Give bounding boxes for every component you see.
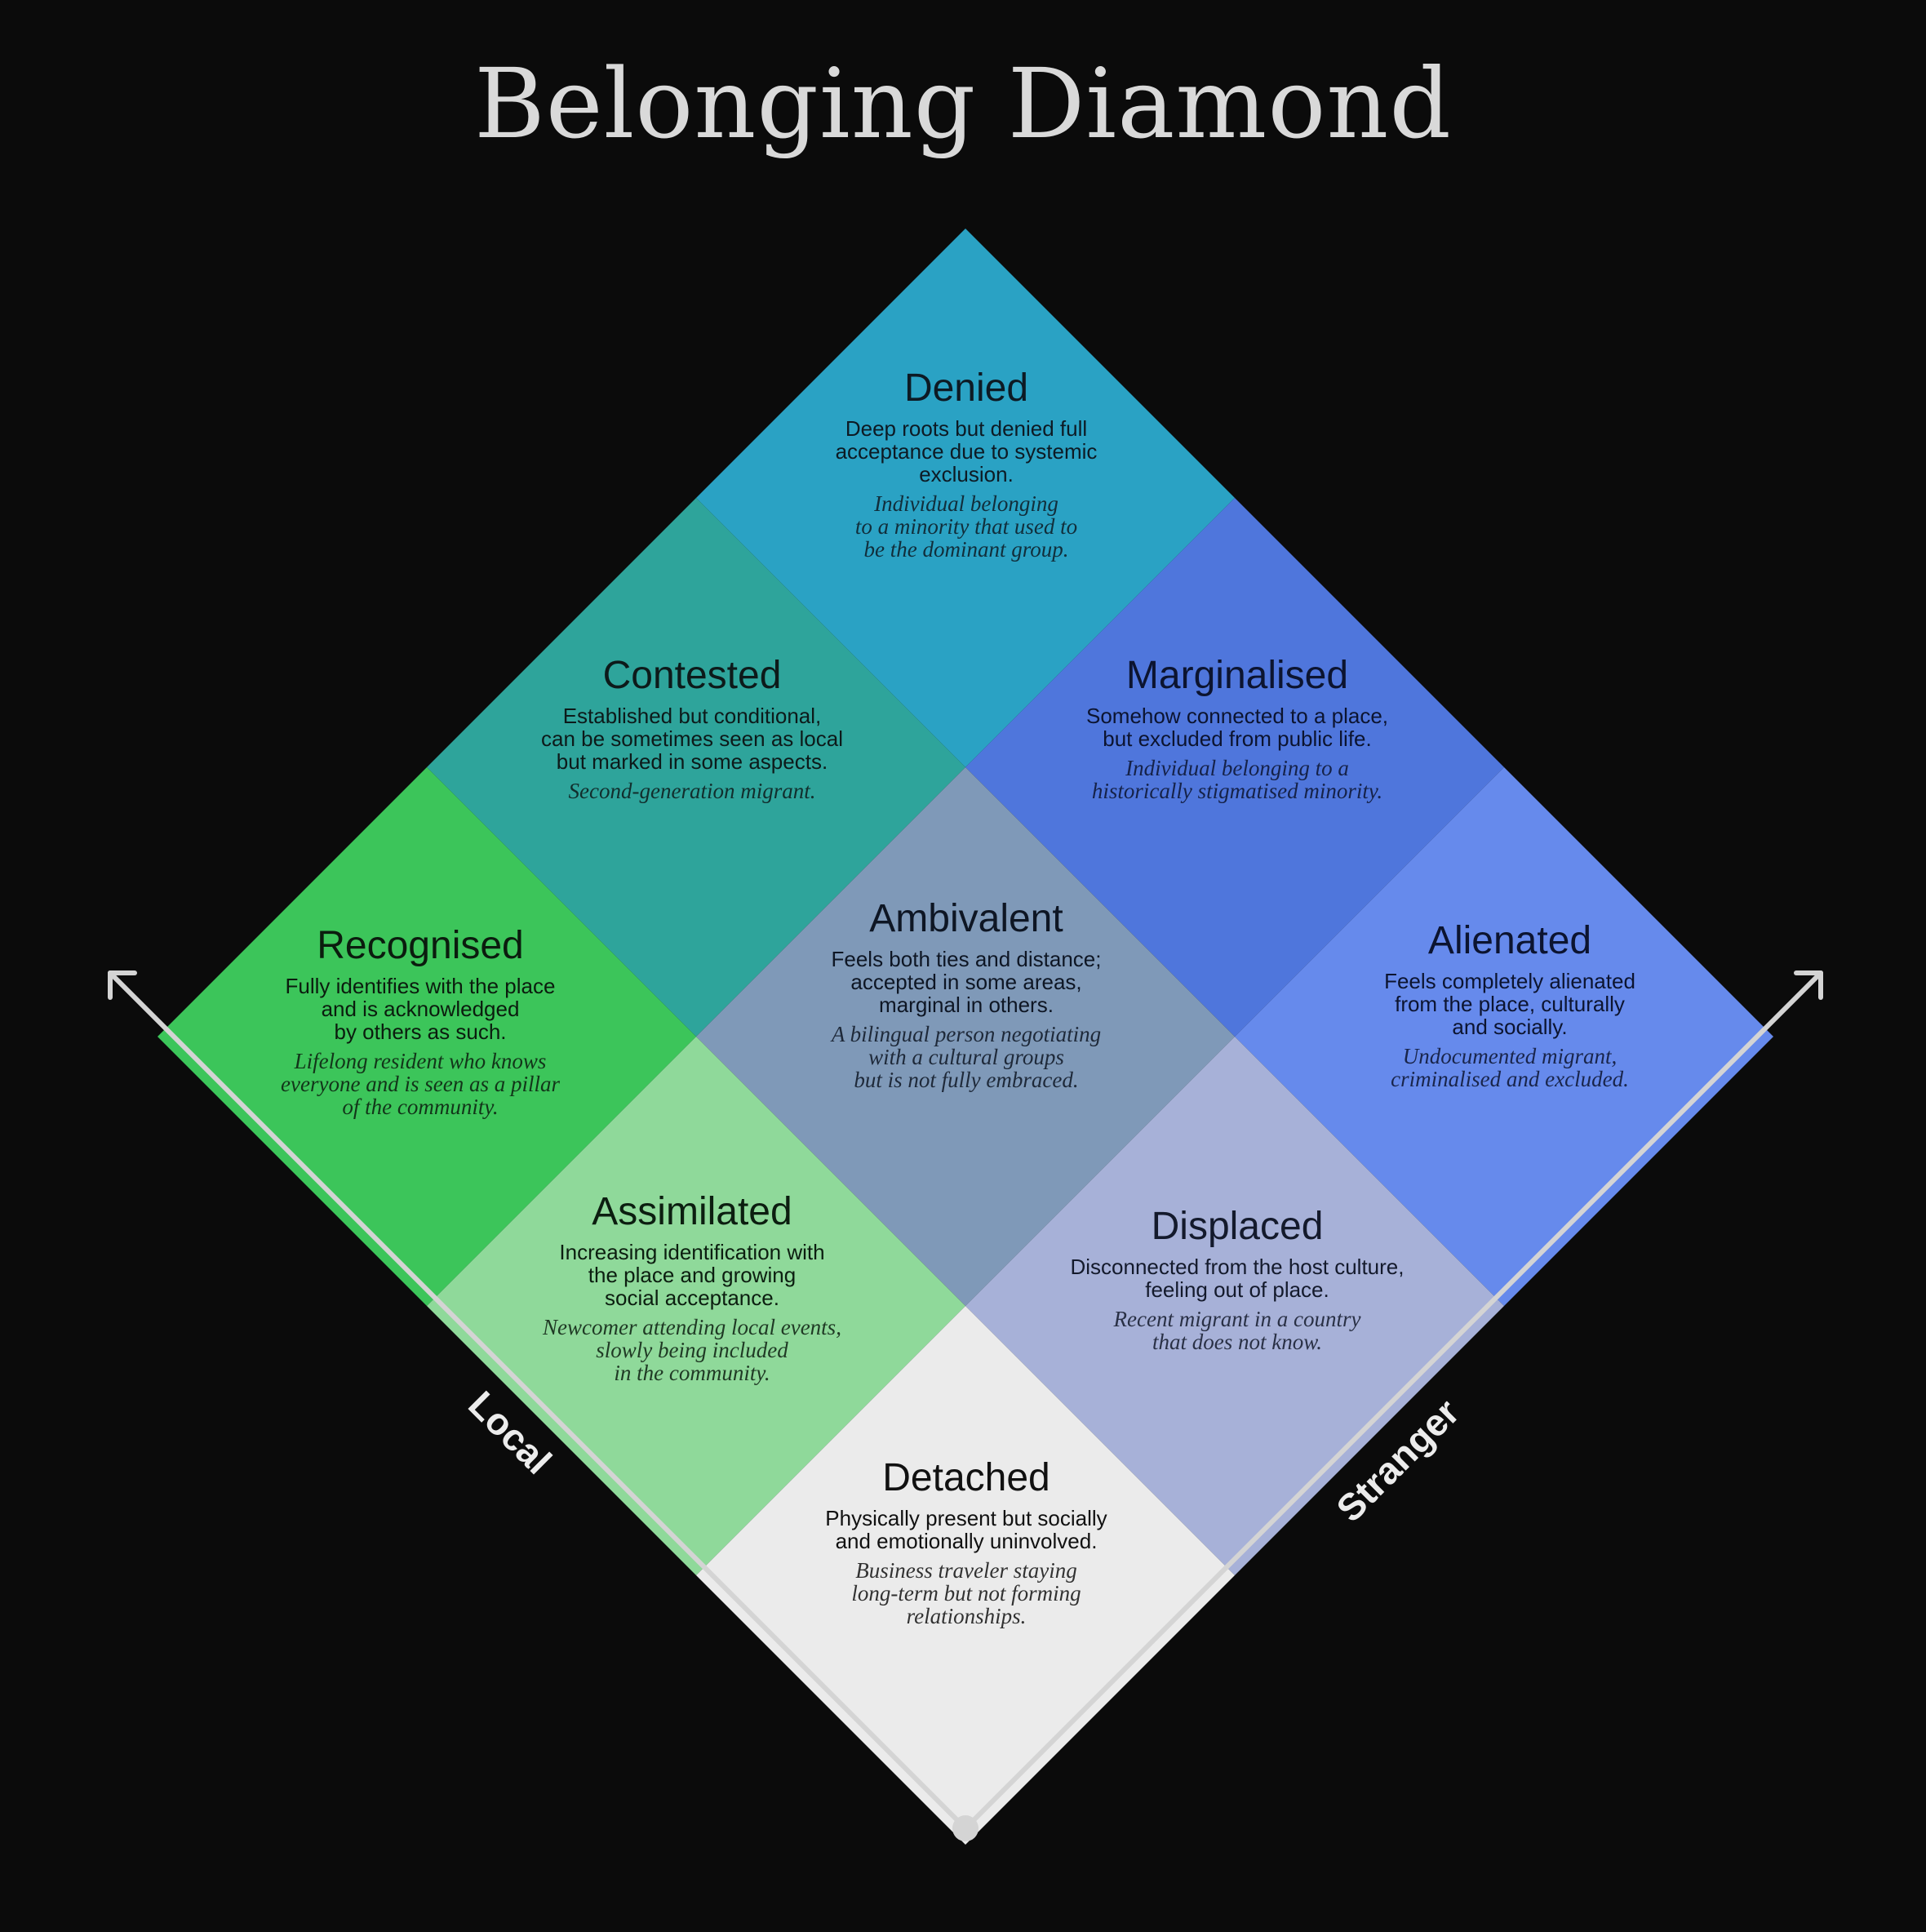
cell-name: Assimilated xyxy=(592,1190,792,1233)
cell-description: Increasing identification with the place… xyxy=(559,1240,825,1310)
cell-description: Feels completely alienated from the plac… xyxy=(1384,969,1635,1039)
cell-marginalised: Marginalised Somehow connected to a plac… xyxy=(1041,653,1433,802)
cell-example: A bilingual person negotiating with a cu… xyxy=(831,1022,1102,1092)
cell-description: Physically present but socially and emot… xyxy=(825,1506,1107,1553)
cell-description: Disconnected from the host culture, feel… xyxy=(1070,1255,1405,1302)
origin-dot xyxy=(952,1815,979,1841)
cell-displaced: Displaced Disconnected from the host cul… xyxy=(1041,1204,1433,1353)
cell-example: Individual belonging to a minority that … xyxy=(854,491,1078,562)
cell-description: Deep roots but denied full acceptance du… xyxy=(835,416,1098,486)
axis-line-stranger xyxy=(963,970,1823,1831)
cell-example: Newcomer attending local events, slowly … xyxy=(543,1315,841,1385)
cell-name: Contested xyxy=(602,654,782,697)
cell-name: Marginalised xyxy=(1125,654,1349,697)
diamond-cell-detached xyxy=(696,1306,1235,1845)
cell-name: Ambivalent xyxy=(869,897,1063,940)
cell-contested: Contested Established but conditional, c… xyxy=(496,653,888,802)
cell-name: Recognised xyxy=(317,924,524,967)
cell-detached: Detached Physically present but socially… xyxy=(770,1455,1162,1628)
cell-example: Undocumented migrant, criminalised and e… xyxy=(1391,1044,1629,1091)
cell-example: Business traveler staying long-term but … xyxy=(851,1558,1081,1628)
cell-assimilated: Assimilated Increasing identification wi… xyxy=(496,1189,888,1384)
cell-example: Recent migrant in a country that does no… xyxy=(1113,1307,1361,1354)
cell-denied: Denied Deep roots but denied full accept… xyxy=(770,366,1162,561)
cell-example: Individual belonging to a historically s… xyxy=(1091,756,1383,803)
cell-description: Feels both ties and distance; accepted i… xyxy=(831,947,1102,1017)
diagram-title: Belonging Diamond xyxy=(474,47,1452,160)
cell-description: Somehow connected to a place, but exclud… xyxy=(1085,704,1389,751)
cell-description: Fully identifies with the place and is a… xyxy=(285,974,556,1044)
cell-example: Second-generation migrant. xyxy=(568,779,816,803)
cell-name: Alienated xyxy=(1427,919,1592,962)
cell-name: Displaced xyxy=(1151,1205,1324,1248)
cell-description: Established but conditional, can be some… xyxy=(541,704,843,774)
cell-example: Lifelong resident who knows everyone and… xyxy=(281,1049,560,1119)
cell-name: Denied xyxy=(903,366,1029,410)
cell-ambivalent: Ambivalent Feels both ties and distance;… xyxy=(770,896,1162,1091)
axis-line-local xyxy=(108,970,968,1831)
cell-name: Detached xyxy=(882,1456,1050,1499)
cell-alienated: Alienated Feels completely alienated fro… xyxy=(1314,918,1706,1090)
cell-recognised: Recognised Fully identifies with the pla… xyxy=(224,923,616,1118)
